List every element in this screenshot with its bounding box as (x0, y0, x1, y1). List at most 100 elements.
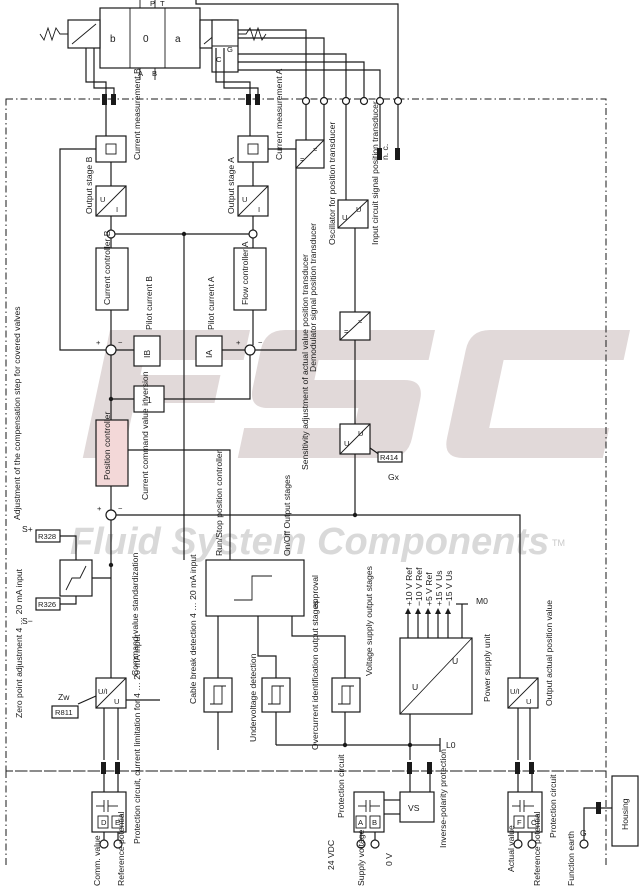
position-controller (95, 419, 129, 487)
sum-a-plus: + (236, 338, 241, 347)
connector-area: D E Protection circuit, current limitati… (91, 634, 639, 886)
label-protection-circuit-2: Protection circuit (548, 774, 558, 838)
feedback-path (108, 514, 521, 678)
valve-pos-0: 0 (143, 34, 149, 45)
term-d: D (101, 818, 107, 827)
label-housing: Housing (620, 798, 630, 830)
terminal-a (356, 839, 366, 849)
transducer-chain: = ≈ Oscillator for position transducer U… (295, 101, 403, 515)
supply-3: +15 V Us (434, 570, 444, 606)
valve-port-a: A (138, 69, 144, 78)
valve-pos-a: a (175, 34, 181, 45)
term-a: A (358, 818, 364, 827)
terminal-g (579, 839, 589, 849)
output-actual: U/I U Output actual position value (507, 600, 554, 760)
supply-2: +5 V Ref (424, 572, 434, 606)
inp-u1: U (342, 213, 347, 222)
out-u: U (526, 697, 531, 706)
valve-port-c: C (216, 55, 222, 64)
valve-pos-b: b (110, 34, 116, 45)
terminal-f (513, 839, 523, 849)
term-f: F (517, 818, 522, 827)
run-stop-block (205, 559, 305, 617)
term-g: G (580, 828, 587, 838)
term-c: C (531, 818, 537, 827)
sum-pos-minus: − (118, 504, 123, 513)
ib-block (133, 335, 161, 367)
label-adj-comp-step: Adjustment of the compensation step for … (12, 306, 22, 520)
sum-a-minus: − (258, 338, 263, 347)
cmd-ui: U/I (98, 687, 108, 696)
label-flow-ctrl-a: Flow controller A (240, 241, 250, 305)
ostage-a-i: I (258, 205, 260, 214)
inverter: −1 (108, 355, 251, 413)
overcurrent-block (331, 677, 361, 713)
label-run-stop: Run/Stop position controller (214, 450, 224, 556)
label-ref-potential-2: Reference potential (532, 811, 542, 886)
undervoltage-block (261, 677, 291, 713)
cable-break-block (203, 677, 233, 713)
out-ui: U/I (510, 687, 520, 696)
inverter-label: −1 (142, 395, 152, 405)
label-on-off: On/Off Output stages (282, 475, 292, 556)
label-protection-circuit: Protection circuit (336, 754, 346, 818)
command-standardization: U/I U Command value standardization R811… (14, 553, 160, 760)
current-measurement-b (95, 135, 127, 163)
proportional-valve: b 0 a P T A B C G (39, 0, 267, 80)
lo-label: L0 (446, 740, 456, 750)
terminal-c (527, 839, 537, 849)
valve-port-p: P (150, 0, 155, 8)
valve-port-g: G (227, 45, 233, 54)
label-supply-voltage: Supply voltage (356, 829, 366, 886)
flow-controller-a (233, 247, 267, 311)
cmd-u: U (114, 697, 119, 706)
current-controller-b (95, 247, 129, 311)
label-undervoltage: Undervoltage detection (248, 653, 258, 742)
watermark-tm: TM (552, 538, 565, 548)
sum-pos-plus: + (97, 504, 102, 513)
label-cable-break: Cable break detection 4 … 20 mA input (188, 554, 198, 704)
sum-b-minus: − (118, 338, 123, 347)
ia-block (195, 335, 223, 367)
power-supply: U U Power supply unit M0 +10 V Ref −10 V… (399, 567, 492, 760)
position-controller-group: Position controller Current command valu… (95, 371, 358, 560)
label-output-actual: Output actual position value (544, 600, 554, 706)
compensation-step: R328 R326 S+ S− Adjustment of the compen… (12, 306, 111, 626)
ostage-a-u: U (242, 195, 247, 204)
label-input-circuit: Input circuit signal position transducer (370, 101, 380, 245)
watermark-text: Fluid System Components (70, 521, 549, 563)
label-overcurrent: Overcurrent identification output stages (310, 600, 320, 750)
ia-label: IA (204, 350, 214, 358)
label-nc: n. c. (380, 144, 390, 160)
potentiometer-gx (377, 451, 403, 463)
current-measurement-a (237, 135, 269, 163)
supply-0: +10 V Ref (404, 567, 414, 606)
supply-4: −15 V Us (444, 570, 454, 606)
label-ref-potential: Reference potential (116, 811, 126, 886)
sp-resistor: R328 (38, 532, 56, 541)
osc-approx: ≈ (313, 145, 317, 154)
gx-label: Gx (388, 472, 400, 482)
run-stop-logic: Run/Stop position controller On/Off Outp… (205, 450, 346, 750)
label-power-supply: Power supply unit (482, 634, 492, 702)
gx-resistor: R414 (380, 453, 398, 462)
sens-u2: U (358, 429, 363, 438)
demod-approx: ≈ (358, 317, 362, 326)
label-output-stage-a: Output stage A (226, 157, 236, 214)
label-oscillator: Oscillator for position transducer (327, 122, 337, 245)
sum-b-plus: + (96, 338, 101, 347)
ostage-b-u: U (100, 195, 105, 204)
label-pilot-current-a: Pilot current A (206, 276, 216, 330)
inp-u2: U (356, 205, 361, 214)
label-24vdc: 24 VDC (326, 840, 336, 870)
label-comm-value: Comm. value (92, 835, 102, 886)
label-current-cmd-inversion: Current command value inversion (140, 371, 150, 500)
vs-block (399, 791, 435, 823)
label-current-meas-a: Current measurement A (274, 69, 284, 160)
ostage-b-i: I (116, 205, 118, 214)
mo-label: M0 (476, 596, 488, 606)
label-0v: 0 V (384, 853, 394, 866)
label-function-earth: Function earth (566, 831, 576, 886)
